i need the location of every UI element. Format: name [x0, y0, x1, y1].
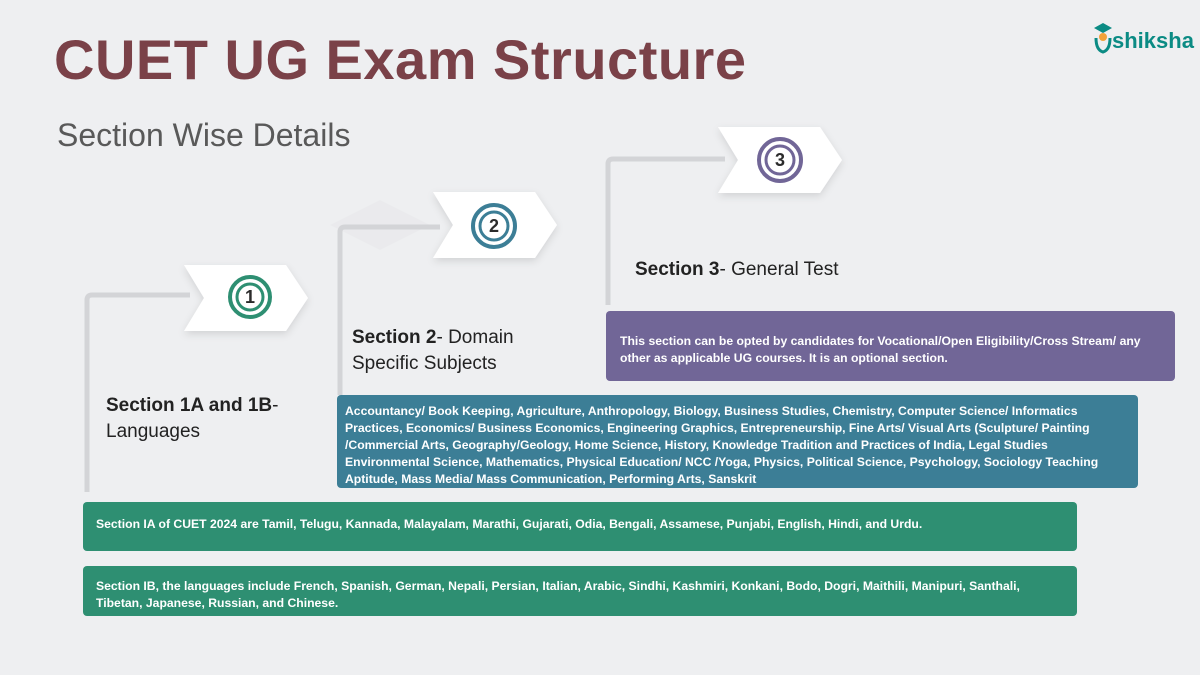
shiksha-logo: shiksha: [1092, 20, 1194, 60]
section-2-title-rest: - Domain: [436, 327, 514, 348]
section-2-title-sub: Specific Subjects: [352, 353, 497, 374]
section-2-title-bold: Section 2: [352, 327, 437, 348]
arrow-badge-3: [718, 127, 842, 193]
page-subtitle: Section Wise Details: [57, 117, 351, 153]
section-1-title-bold: Section 1A and 1B: [106, 395, 273, 416]
section-1-title-dash: -: [272, 395, 279, 416]
domain-subjects-box: Accountancy/ Book Keeping, Agriculture, …: [337, 395, 1138, 488]
step-number-1: 1: [244, 287, 255, 307]
section-2-title: Section 2- Domain Specific Subjects: [352, 325, 514, 377]
step-number-3: 3: [774, 150, 785, 170]
section-1b-languages-box: Section IB, the languages include French…: [83, 566, 1077, 616]
section-3-title: Section 3- General Test: [635, 257, 838, 283]
step-number-2: 2: [488, 216, 499, 236]
connector-line-1: [84, 292, 190, 492]
graduate-cap-logo-icon: [1094, 23, 1112, 54]
section-1-title: Section 1A and 1B- Languages: [106, 393, 278, 445]
page-title: CUET UG Exam Structure: [54, 28, 747, 91]
arrow-badge-2: [433, 192, 557, 258]
general-test-info-box: This section can be opted by candidates …: [606, 311, 1175, 381]
section-3-title-rest: - General Test: [719, 259, 839, 280]
step-circle-2: [471, 203, 517, 249]
arrow-badge-1: [184, 265, 308, 331]
section-1a-languages-box: Section IA of CUET 2024 are Tamil, Telug…: [83, 502, 1077, 551]
section-1-title-sub: Languages: [106, 421, 201, 442]
step-circle-1: [228, 275, 272, 319]
connector-line-2: [337, 224, 440, 395]
step-circle-3: [757, 137, 803, 183]
section-3-title-bold: Section 3: [635, 259, 720, 280]
connector-line-3: [605, 156, 725, 305]
logo-text: shiksha: [1112, 28, 1194, 53]
